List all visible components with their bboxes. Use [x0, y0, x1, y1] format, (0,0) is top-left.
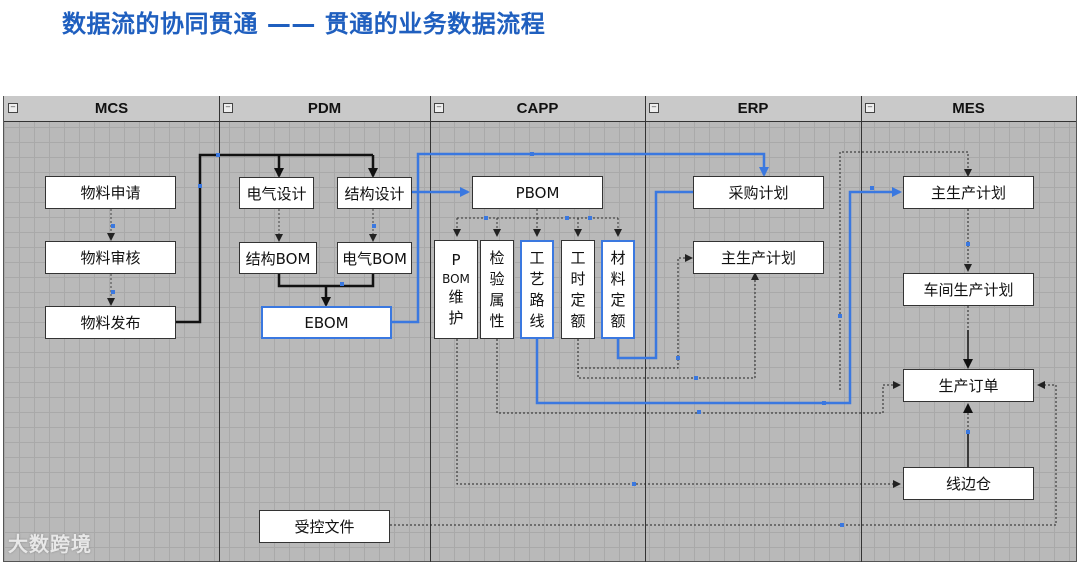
- node-labor-quota[interactable]: 工 时 定 额: [561, 240, 595, 339]
- node-elec-design[interactable]: 电气设计: [239, 177, 314, 209]
- node-workshop-plan[interactable]: 车间生产计划: [903, 273, 1034, 306]
- connector-doc-mes-order: [390, 381, 1057, 526]
- lane-collapse-icon[interactable]: −: [865, 103, 875, 113]
- node-struct-bom[interactable]: 结构BOM: [239, 242, 317, 274]
- lane-header-mes: MES: [861, 96, 1076, 122]
- connector-time-erp-master-2: [577, 272, 759, 379]
- node-text: 线: [529, 311, 545, 330]
- node-struct-design[interactable]: 结构设计: [337, 177, 412, 209]
- node-text: 定: [570, 290, 586, 309]
- node-material-release[interactable]: 物料发布: [45, 306, 176, 339]
- connector-pbom-lineside: [456, 339, 901, 488]
- node-ebom[interactable]: EBOM: [261, 306, 392, 339]
- lane-header-erp: ERP: [645, 96, 861, 122]
- lane-header-mcs: MCS: [4, 96, 219, 122]
- node-text: 额: [610, 311, 626, 330]
- connector-ebom-purchase: [392, 152, 769, 324]
- lane-collapse-icon[interactable]: −: [434, 103, 444, 113]
- connector-time-erp-master: [577, 254, 693, 369]
- connector-release-design: [176, 153, 373, 324]
- connector-route-mes-order: [496, 339, 901, 414]
- node-text: 护: [448, 309, 464, 327]
- lane-header-pdm: PDM: [219, 96, 430, 122]
- connector-route-master: [535, 187, 902, 405]
- node-erp-master-plan[interactable]: 主生产计划: [693, 241, 824, 274]
- node-process-route[interactable]: 工 艺 路 线: [520, 240, 554, 339]
- node-purchase-plan[interactable]: 采购计划: [693, 176, 824, 209]
- node-mes-master-plan[interactable]: 主生产计划: [903, 176, 1034, 209]
- node-material-apply[interactable]: 物料申请: [45, 176, 176, 209]
- lane-separator: [645, 96, 646, 562]
- node-text: 材: [610, 248, 626, 267]
- node-text: 检: [489, 248, 505, 267]
- node-text: 性: [489, 311, 505, 330]
- node-text: 额: [570, 311, 586, 330]
- node-text: P: [451, 251, 461, 269]
- node-controlled-document[interactable]: 受控文件: [259, 510, 390, 543]
- node-pbom-maintenance[interactable]: P BOM 维 护: [434, 240, 478, 339]
- node-text: 工: [529, 248, 545, 267]
- node-text: 路: [529, 290, 545, 309]
- lane-header-capp: CAPP: [430, 96, 645, 122]
- node-material-review[interactable]: 物料审核: [45, 241, 176, 274]
- brand-watermark: 大数跨境: [8, 532, 92, 556]
- connector-material-purchase: [616, 187, 704, 360]
- node-production-order[interactable]: 生产订单: [903, 369, 1034, 402]
- lane-separator: [861, 96, 862, 562]
- lane-collapse-icon[interactable]: −: [223, 103, 233, 113]
- node-text: BOM: [442, 272, 470, 286]
- node-text: 艺: [529, 269, 545, 288]
- lane-collapse-icon[interactable]: −: [8, 103, 18, 113]
- lane-separator: [430, 96, 431, 562]
- node-text: 工: [570, 248, 586, 267]
- node-text: 定: [610, 290, 626, 309]
- connector-erp-mes-master: [839, 151, 972, 390]
- node-inspection-attributes[interactable]: 检 验 属 性: [480, 240, 514, 339]
- node-material-quota[interactable]: 材 料 定 额: [601, 240, 635, 339]
- connector-boms-ebom: [277, 273, 375, 305]
- lane-separator: [219, 96, 220, 562]
- node-text: 验: [489, 269, 505, 288]
- node-text: 属: [489, 290, 505, 309]
- lane-collapse-icon[interactable]: −: [649, 103, 659, 113]
- node-text: 维: [448, 288, 464, 306]
- node-text: 时: [570, 269, 586, 288]
- node-text: 料: [610, 269, 626, 288]
- node-pbom[interactable]: PBOM: [472, 176, 603, 209]
- page-title: 数据流的协同贯通 —— 贯通的业务数据流程: [62, 10, 546, 38]
- node-elec-bom[interactable]: 电气BOM: [337, 242, 412, 274]
- node-lineside-warehouse[interactable]: 线边仓: [903, 467, 1034, 500]
